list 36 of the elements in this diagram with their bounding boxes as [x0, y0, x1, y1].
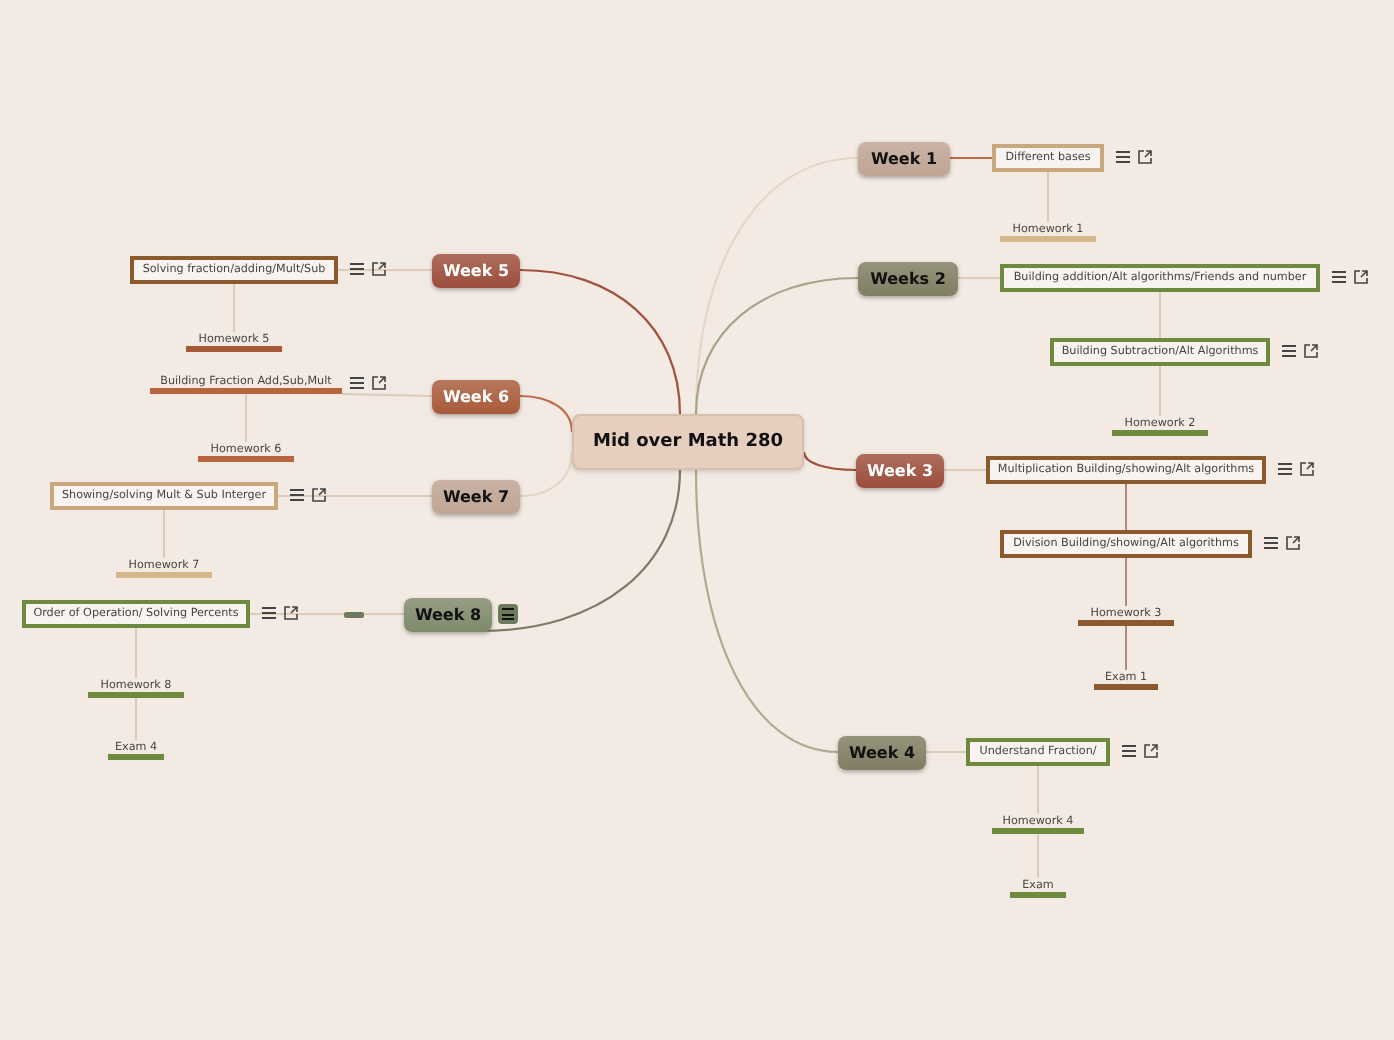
connector-line [949, 157, 993, 159]
connector-line [519, 451, 574, 498]
topic-box: Week 8 [404, 597, 492, 631]
connector-line [245, 393, 247, 443]
topic-box: Week 5 [432, 253, 520, 287]
connector-line [1125, 625, 1127, 671]
connector-line [249, 613, 405, 615]
connector-line [341, 393, 433, 397]
connector-line [1159, 291, 1161, 339]
connector-line [519, 394, 574, 433]
connector-line [233, 283, 235, 333]
topic-box: Week 7 [432, 479, 520, 513]
topic-box: Week 6 [432, 379, 520, 413]
connector-line [1159, 365, 1161, 417]
connector-line [1037, 765, 1039, 815]
connector-line [802, 451, 857, 472]
connector-line [943, 469, 987, 471]
connector-line [519, 268, 682, 415]
connector-line [277, 495, 433, 497]
topic-box: Week 1 [858, 141, 950, 175]
connector-line [1047, 171, 1049, 223]
connector-line [694, 469, 839, 754]
connector-line [135, 627, 137, 679]
topic-box: Week 3 [856, 453, 944, 487]
connector-line [925, 751, 967, 753]
connector-line [163, 509, 165, 559]
connector-line [957, 277, 1001, 279]
topic-box: Weeks 2 [858, 261, 958, 295]
central-topic-box: Mid over Math 280 [572, 414, 804, 470]
connector-line [1125, 483, 1127, 531]
connector-line [1125, 557, 1127, 607]
connector-line [337, 269, 433, 271]
connector-line [694, 276, 859, 415]
topic-box: Week 4 [838, 735, 926, 769]
connector-line [1037, 833, 1039, 879]
connector-line [135, 697, 137, 741]
